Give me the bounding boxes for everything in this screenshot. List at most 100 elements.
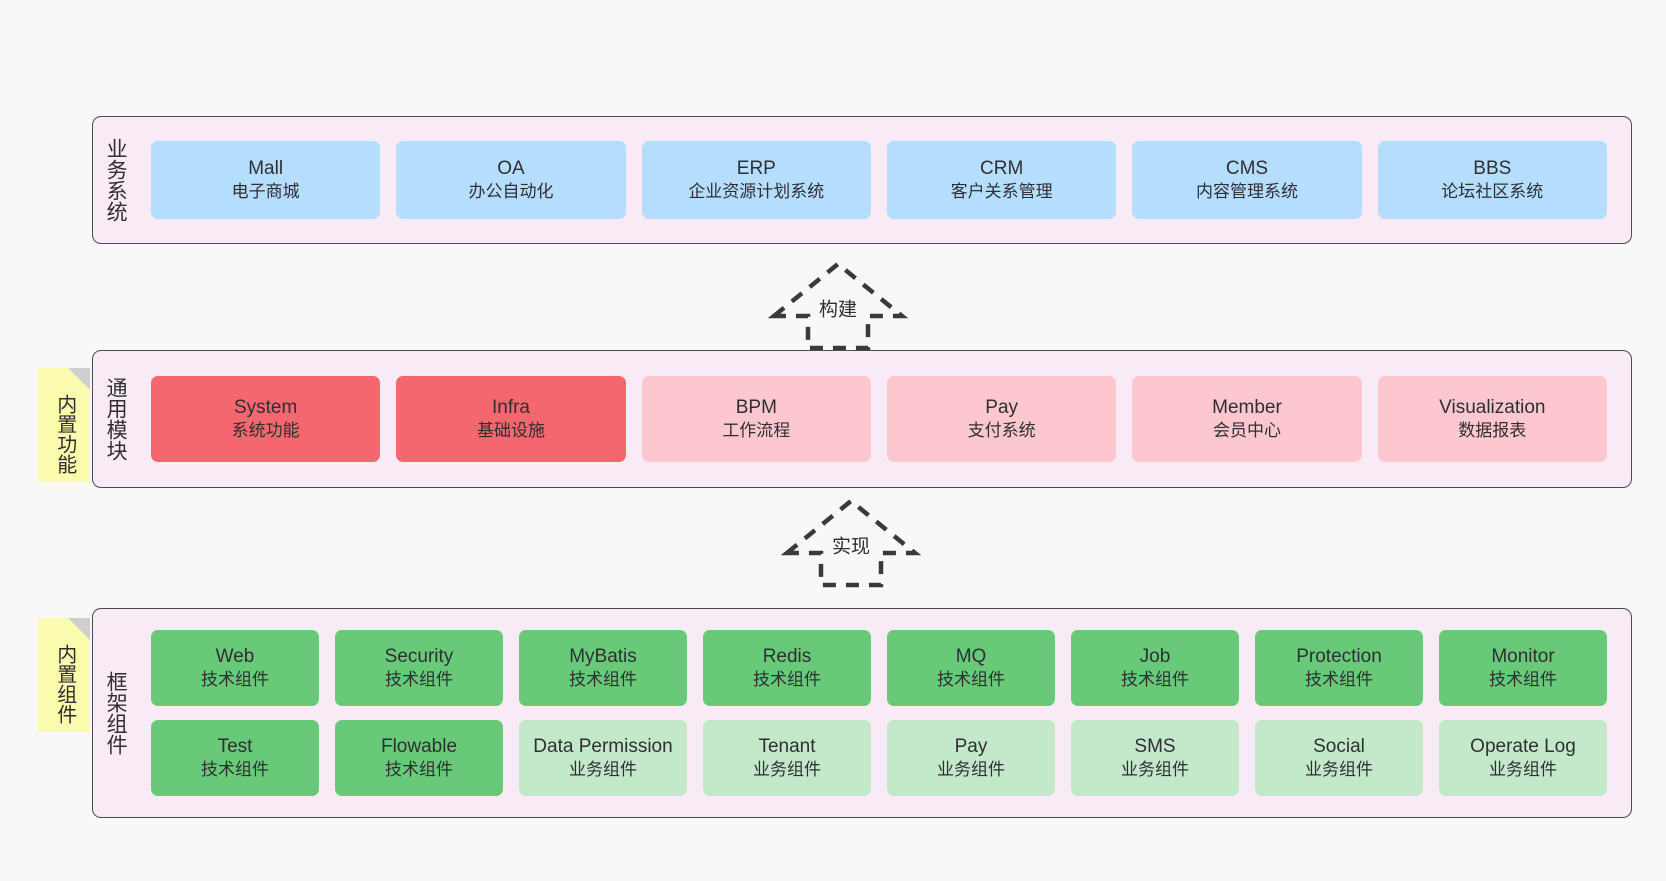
card-member[interactable]: Member 会员中心 <box>1132 376 1362 462</box>
layer-title-business-system: 业务系统 <box>104 138 128 222</box>
connector-build: 构建 <box>762 258 914 354</box>
card-title: Test <box>217 735 253 757</box>
card-crm[interactable]: CRM 客户关系管理 <box>886 141 1117 219</box>
card-flowable[interactable]: Flowable 技术组件 <box>335 720 503 796</box>
card-subtitle: 客户关系管理 <box>950 182 1053 202</box>
card-monitor[interactable]: Monitor 技术组件 <box>1439 630 1607 706</box>
card-protection[interactable]: Protection 技术组件 <box>1255 630 1423 706</box>
connector-implement-label: 实现 <box>831 536 871 558</box>
card-title: Protection <box>1296 645 1382 667</box>
card-sms[interactable]: SMS 业务组件 <box>1071 720 1239 796</box>
card-title: Member <box>1212 396 1282 418</box>
card-redis[interactable]: Redis 技术组件 <box>703 630 871 706</box>
card-mall[interactable]: Mall 电子商城 <box>151 141 381 219</box>
card-title: Flowable <box>380 735 458 757</box>
business-system-card-list: Mall 电子商城 OA 办公自动化 ERP 企业资源计划系统 CRM <box>137 117 1631 243</box>
card-infra[interactable]: Infra 基础设施 <box>396 376 626 462</box>
card-col: Security 技术组件 Flowable 技术组件 <box>327 630 511 796</box>
card-subtitle: 技术组件 <box>201 760 269 780</box>
card-subtitle: 论坛社区系统 <box>1441 182 1544 202</box>
card-subtitle: 业务组件 <box>937 760 1005 780</box>
card-pay-component[interactable]: Pay 业务组件 <box>887 720 1055 796</box>
card-bpm[interactable]: BPM 工作流程 <box>641 376 871 462</box>
note-builtin-component: 内置组件 <box>38 618 90 732</box>
card-subtitle: 技术组件 <box>1489 670 1557 690</box>
card-subtitle: 工作流程 <box>722 421 791 441</box>
card-title: Pay <box>985 396 1019 418</box>
card-title: Tenant <box>758 735 816 757</box>
card-title: CRM <box>980 157 1024 179</box>
card-title: Redis <box>762 645 812 667</box>
layer-common-module: 通用模块 System 系统功能 Infra 基础设施 BPM 工作流程 <box>92 350 1632 488</box>
card-col: Mall 电子商城 <box>143 141 388 219</box>
card-subtitle: 支付系统 <box>967 421 1036 441</box>
card-title: System <box>233 396 298 418</box>
card-title: OA <box>497 157 525 179</box>
card-subtitle: 技术组件 <box>1305 670 1373 690</box>
card-title: SMS <box>1134 735 1176 757</box>
card-operate-log[interactable]: Operate Log 业务组件 <box>1439 720 1607 796</box>
card-subtitle: 内容管理系统 <box>1195 182 1298 202</box>
card-subtitle: 业务组件 <box>569 760 637 780</box>
card-col: ERP 企业资源计划系统 <box>634 141 879 219</box>
card-subtitle: 电子商城 <box>231 182 300 202</box>
card-title: BPM <box>735 396 777 418</box>
card-subtitle: 业务组件 <box>1305 760 1373 780</box>
card-pay-module[interactable]: Pay 支付系统 <box>886 376 1117 462</box>
layer-title-common-module: 通用模块 <box>104 377 128 461</box>
card-col: Visualization 数据报表 <box>1370 376 1615 462</box>
card-oa[interactable]: OA 办公自动化 <box>396 141 626 219</box>
card-mybatis[interactable]: MyBatis 技术组件 <box>519 630 687 706</box>
card-erp[interactable]: ERP 企业资源计划系统 <box>641 141 871 219</box>
card-subtitle: 基础设施 <box>476 421 545 441</box>
card-col: BPM 工作流程 <box>634 376 879 462</box>
card-cms[interactable]: CMS 内容管理系统 <box>1132 141 1362 219</box>
card-col: Redis 技术组件 Tenant 业务组件 <box>695 630 879 796</box>
card-system[interactable]: System 系统功能 <box>151 376 381 462</box>
card-mq[interactable]: MQ 技术组件 <box>887 630 1055 706</box>
card-col: Infra 基础设施 <box>388 376 633 462</box>
card-bbs[interactable]: BBS 论坛社区系统 <box>1377 141 1607 219</box>
card-col: Web 技术组件 Test 技术组件 <box>143 630 327 796</box>
card-title: Operate Log <box>1470 735 1576 757</box>
card-col: BBS 论坛社区系统 <box>1370 141 1615 219</box>
card-web[interactable]: Web 技术组件 <box>151 630 319 706</box>
card-social[interactable]: Social 业务组件 <box>1255 720 1423 796</box>
card-title: Web <box>215 645 255 667</box>
card-col: Monitor 技术组件 Operate Log 业务组件 <box>1431 630 1615 796</box>
card-title: MyBatis <box>569 645 637 667</box>
card-title: Mall <box>248 157 284 179</box>
note-label: 内置功能 <box>53 394 76 474</box>
card-title: Security <box>384 645 454 667</box>
note-label: 内置组件 <box>53 644 76 724</box>
card-subtitle: 技术组件 <box>385 760 453 780</box>
card-security[interactable]: Security 技术组件 <box>335 630 503 706</box>
card-data-permission[interactable]: Data Permission 业务组件 <box>519 720 687 796</box>
card-subtitle: 技术组件 <box>569 670 637 690</box>
card-col: MQ 技术组件 Pay 业务组件 <box>879 630 1063 796</box>
layer-business-system: 业务系统 Mall 电子商城 OA 办公自动化 ERP 企业资源计划系统 <box>92 116 1632 244</box>
card-title: Job <box>1139 645 1171 667</box>
card-test[interactable]: Test 技术组件 <box>151 720 319 796</box>
card-subtitle: 业务组件 <box>1489 760 1557 780</box>
card-title: Infra <box>491 396 530 418</box>
card-title: MQ <box>955 645 987 667</box>
card-title: Pay <box>954 735 988 757</box>
card-subtitle: 技术组件 <box>753 670 821 690</box>
card-title: CMS <box>1225 157 1269 179</box>
framework-component-grid: Web 技术组件 Test 技术组件 Security 技术组件 Flowabl… <box>137 609 1631 817</box>
card-col: Job 技术组件 SMS 业务组件 <box>1063 630 1247 796</box>
generalization-arrow-icon <box>780 498 922 588</box>
card-subtitle: 会员中心 <box>1212 421 1281 441</box>
card-tenant[interactable]: Tenant 业务组件 <box>703 720 871 796</box>
card-job[interactable]: Job 技术组件 <box>1071 630 1239 706</box>
card-title: Monitor <box>1491 645 1555 667</box>
card-subtitle: 业务组件 <box>753 760 821 780</box>
card-subtitle: 系统功能 <box>231 421 300 441</box>
layer-title-framework-component: 框架组件 <box>104 671 128 755</box>
card-subtitle: 技术组件 <box>201 670 269 690</box>
card-visualization[interactable]: Visualization 数据报表 <box>1377 376 1607 462</box>
card-title: Visualization <box>1439 396 1546 418</box>
card-subtitle: 技术组件 <box>937 670 1005 690</box>
